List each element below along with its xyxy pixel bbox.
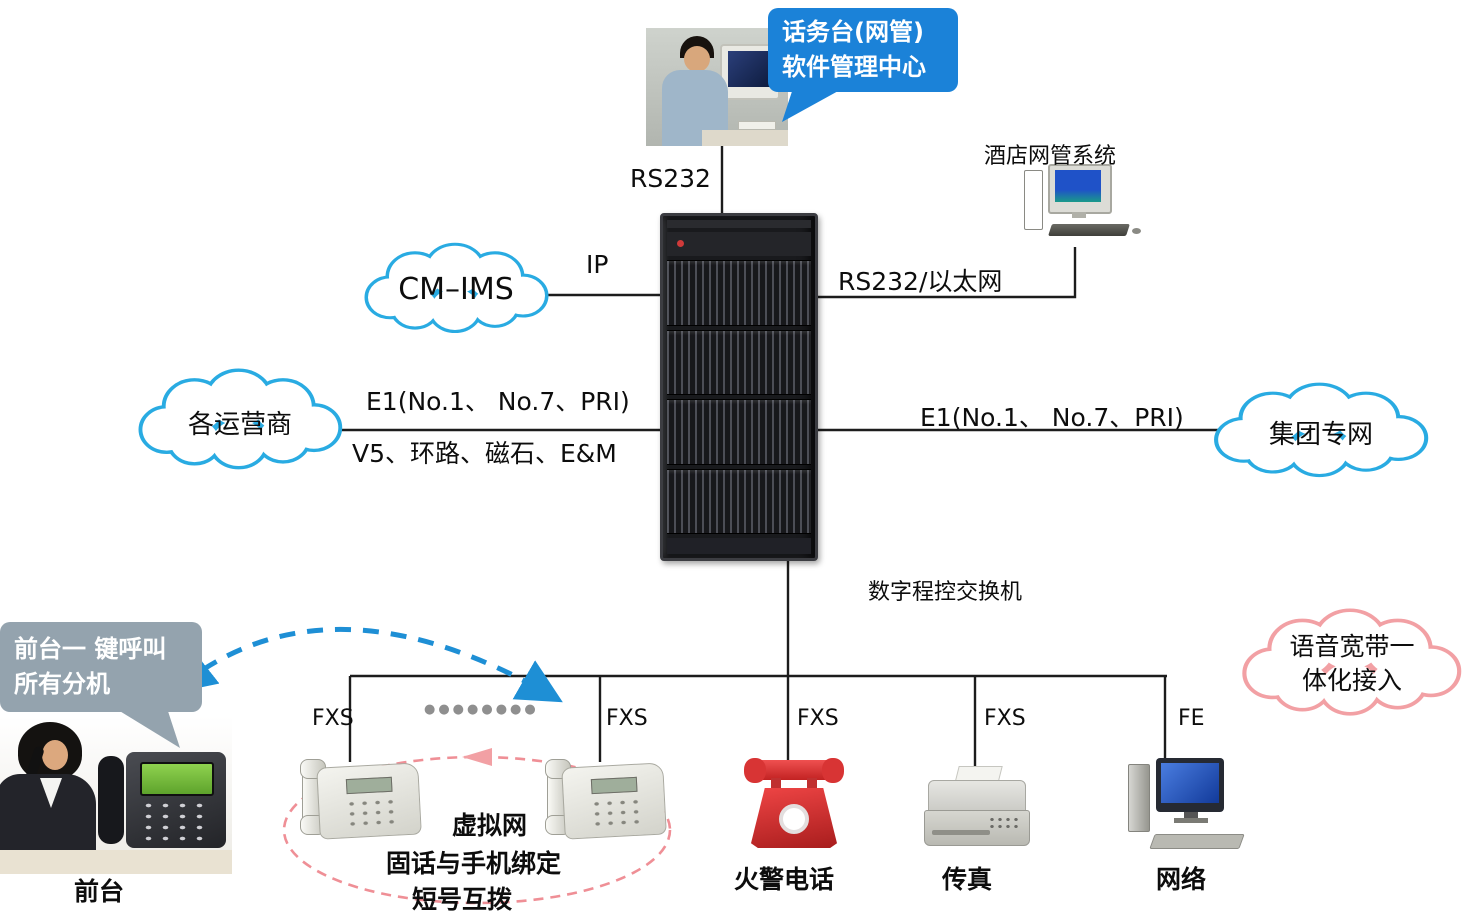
fire-alarm-phone — [743, 758, 845, 854]
label-port-fxs-1: FXS — [312, 706, 354, 731]
fax-top — [928, 780, 1026, 814]
extension-phone-1 — [298, 753, 422, 841]
front-desk-callout-line1: 前台一 键呼叫 — [14, 635, 167, 664]
rack-card-shelf — [667, 329, 811, 395]
phone-body — [561, 762, 667, 840]
phone-keypad — [589, 796, 644, 830]
label-short-dial: 短号互拨 — [412, 885, 513, 912]
fire-phone-cradle — [771, 778, 781, 789]
one-key-call-arc — [170, 626, 563, 703]
console-callout-line2: 软件管理中心 — [782, 53, 926, 81]
more-extensions-dots: ●●●●●●●● — [424, 702, 539, 717]
front-desk-photo — [0, 716, 232, 874]
rack-base — [667, 538, 811, 554]
network-pc-tower — [1128, 764, 1150, 832]
network-pc-base — [1174, 818, 1208, 823]
hotel-nms-monitor — [1048, 164, 1112, 214]
label-rs232-ethernet: RS232/以太网 — [838, 267, 1003, 296]
rack-led — [677, 240, 684, 247]
operator-photo — [646, 28, 788, 146]
link-rack-hotelnms — [816, 247, 1077, 299]
network-pc-stand — [1184, 812, 1198, 818]
fax-machine — [922, 766, 1030, 850]
pbx-rack — [660, 213, 818, 561]
operator-desk — [702, 130, 788, 146]
hotel-nms-computer — [1022, 164, 1142, 250]
front-desk-phone-screen — [140, 762, 214, 796]
label-mobile-binding: 固话与手机绑定 — [386, 849, 562, 878]
label-front-desk: 前台 — [74, 877, 125, 906]
front-desk-phone-body — [126, 752, 226, 848]
rack-head-panel — [667, 232, 811, 256]
hotel-nms-keyboard — [1048, 224, 1130, 236]
operator-monitor-screen — [728, 51, 770, 87]
receptionist-face — [42, 740, 68, 770]
label-port-fxs-4: FXS — [984, 706, 1026, 731]
fire-phone-cradle — [807, 778, 817, 789]
console-callout-line1: 话务台(网管) — [782, 18, 924, 47]
phone-body — [316, 762, 422, 840]
network-pc-screen — [1161, 763, 1219, 803]
label-network: 网络 — [1156, 865, 1207, 894]
label-virtual-net: 虚拟网 — [452, 811, 528, 840]
rack-card-shelf — [667, 260, 811, 326]
network-pc-keyboard — [1149, 834, 1245, 849]
rack-card-shelf — [667, 399, 811, 465]
label-cm-ims: CM–IMS — [398, 272, 514, 307]
virtual-net-arrowhead — [462, 748, 492, 766]
phone-display — [345, 776, 393, 795]
console-callout: 话务台(网管) 软件管理中心 — [768, 8, 958, 122]
label-switch: 数字程控交换机 — [868, 580, 1023, 605]
operator-head — [684, 46, 710, 72]
label-rs232: RS232 — [630, 164, 711, 193]
front-desk-phone-keypad — [140, 800, 212, 842]
label-voice-broadband-line2: 体化接入 — [1301, 665, 1402, 695]
rack-card-shelf — [667, 468, 811, 534]
front-desk-phone-handset — [98, 756, 124, 844]
label-operators: 各运营商 — [187, 410, 292, 440]
network-computer — [1128, 758, 1250, 854]
hotel-nms-tower — [1024, 170, 1043, 230]
label-voice-broadband-line1: 语音宽带一 — [1289, 632, 1415, 661]
front-desk-phone — [98, 752, 228, 852]
label-voice-broadband: 语音宽带一 体化接入 — [1259, 630, 1445, 698]
label-fire-phone: 火警电话 — [734, 865, 835, 894]
virtual-net-ellipse — [282, 755, 672, 905]
hotel-nms-stand — [1072, 212, 1086, 218]
hotel-nms-screen — [1055, 170, 1101, 202]
fax-output-slot — [932, 830, 990, 835]
extension-phone-2 — [543, 753, 667, 841]
fax-buttons — [988, 816, 1022, 832]
label-e1-right: E1(No.1、 No.7、PRI) — [920, 403, 1184, 432]
phone-keypad — [344, 796, 399, 830]
label-v5: V5、环路、磁石、E&M — [352, 439, 617, 468]
label-port-fxs-3: FXS — [797, 706, 839, 731]
hotel-nms-mouse — [1132, 228, 1141, 234]
network-pc-monitor — [1156, 758, 1224, 812]
label-fax: 传真 — [942, 865, 993, 894]
front-desk-callout-line2: 所有分机 — [14, 670, 110, 698]
label-port-fxs-2: FXS — [606, 706, 648, 731]
fire-phone-dial — [779, 804, 809, 834]
front-desk-surface — [0, 850, 232, 874]
operator-keyboard — [738, 121, 776, 130]
rack-top-vent — [667, 220, 811, 228]
phone-display — [590, 776, 638, 795]
label-group-net: 集团专网 — [1268, 420, 1373, 450]
label-ip: IP — [586, 250, 609, 279]
label-hotel-nms: 酒店网管系统 — [984, 144, 1117, 169]
fire-phone-handset — [744, 758, 844, 783]
label-port-fe: FE — [1178, 706, 1205, 731]
label-e1-left: E1(No.1、 No.7、PRI) — [366, 387, 630, 416]
front-desk-callout: 前台一 键呼叫 所有分机 — [0, 622, 202, 748]
